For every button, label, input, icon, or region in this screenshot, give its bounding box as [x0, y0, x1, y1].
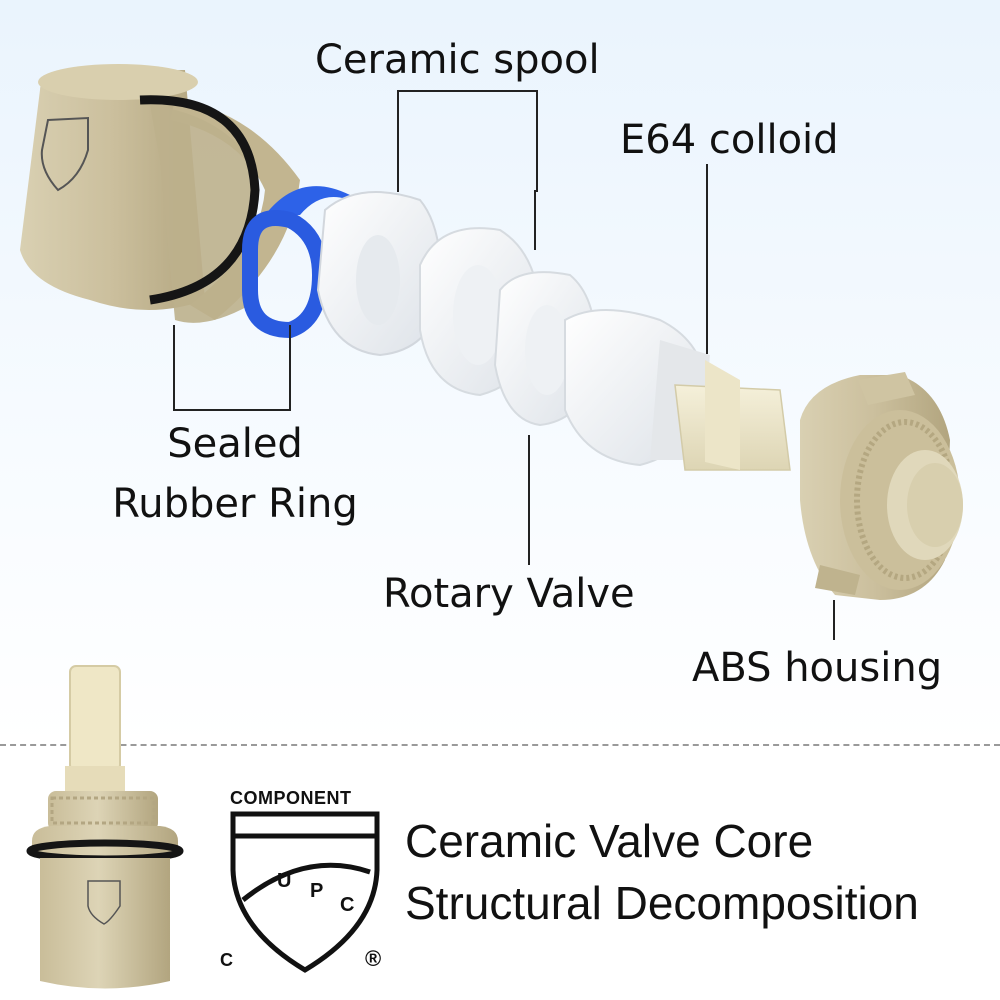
- leader-abs-housing: [833, 600, 835, 640]
- summary-panel: COMPONENT U P C C ® Ceramic Valve Core S…: [0, 665, 1000, 1000]
- label-sealed-rubber-ring: Sealed Rubber Ring: [100, 420, 370, 528]
- stem-assembly: [564, 309, 791, 471]
- upc-shield-icon: [230, 811, 380, 973]
- label-abs-housing: ABS housing: [692, 645, 943, 691]
- leader-ceramic-spool-ext: [534, 190, 536, 250]
- exploded-view-panel: Ceramic spool E64 colloid Sealed Rubber …: [0, 0, 1000, 745]
- label-ceramic-spool: Ceramic spool: [315, 37, 600, 83]
- leader-ceramic-spool: [397, 90, 538, 192]
- label-sealed-line1: Sealed: [167, 421, 303, 467]
- label-sealed-line2: Rubber Ring: [112, 481, 358, 527]
- title-line-1: Ceramic Valve Core: [405, 815, 814, 867]
- leader-e64-colloid: [706, 164, 708, 354]
- upc-c-mark: C: [220, 950, 233, 970]
- abs-housing-nut: [800, 372, 963, 600]
- leader-rotary-valve: [528, 435, 530, 565]
- upc-letter-u: U: [277, 870, 292, 892]
- section-divider: [0, 744, 1000, 746]
- upc-component-text: COMPONENT: [230, 788, 352, 808]
- upc-registered-mark: ®: [365, 946, 382, 971]
- leader-sealed-rubber-ring: [173, 325, 291, 411]
- assembled-cartridge-illustration: [26, 665, 184, 989]
- title-line-2: Structural Decomposition: [405, 877, 919, 929]
- label-rotary-valve: Rotary Valve: [383, 571, 635, 617]
- upc-certification-logo: COMPONENT U P C C ®: [220, 786, 390, 986]
- label-e64-colloid: E64 colloid: [620, 117, 839, 163]
- upc-letter-p: P: [310, 880, 324, 902]
- exploded-valve-illustration: [20, 64, 963, 600]
- ceramic-spool-disk: [316, 191, 442, 357]
- upc-letter-c: C: [340, 894, 355, 916]
- cartridge-housing: [20, 64, 300, 323]
